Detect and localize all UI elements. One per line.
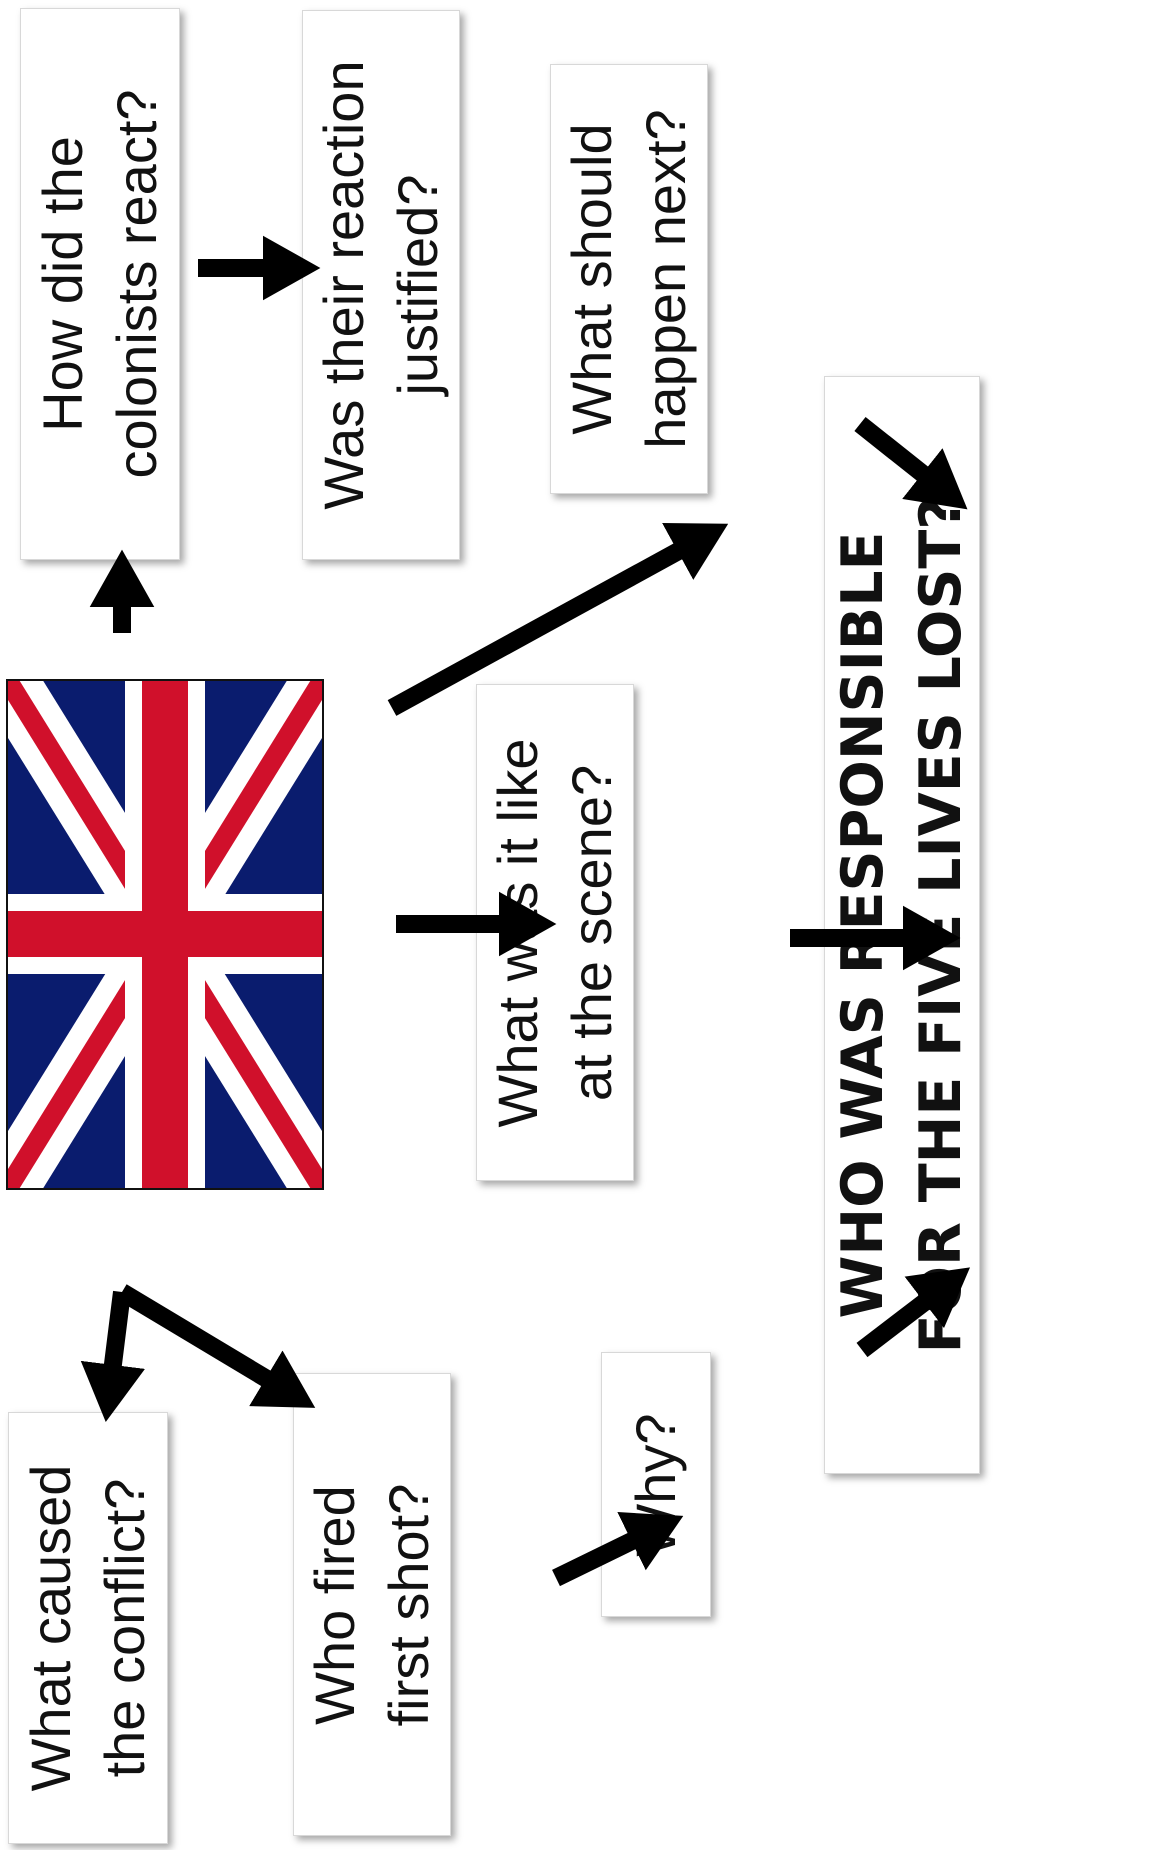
box-what-should-happen-next: What should happen next?	[550, 64, 708, 494]
box-who-was-responsible: WHO WAS RESPONSIBLE FOR THE FIVE LIVES L…	[824, 376, 980, 1474]
box-scene-line2: at the scene?	[560, 764, 623, 1101]
box-how-colonists-react-line2: colonists react?	[105, 89, 168, 479]
box-what-was-it-like-at-scene: What was it like at the scene?	[476, 684, 634, 1181]
box-reaction-justified: Was their reaction justified?	[302, 10, 460, 560]
box-caused-conflict-line2: the conflict?	[93, 1478, 156, 1778]
box-why-line1: Why?	[624, 1412, 687, 1557]
arrow-flag-to-caused-conflict	[80, 1290, 146, 1423]
box-how-colonists-react: How did the colonists react?	[20, 8, 180, 560]
box-what-caused-conflict: What caused the conflict?	[8, 1412, 168, 1844]
box-reaction-justified-line1: Was their reaction	[312, 60, 375, 510]
box-caused-conflict-line1: What caused	[19, 1464, 82, 1792]
box-what-should-happen-next-line1: What should	[560, 123, 623, 435]
box-reaction-justified-line2: justified?	[386, 174, 449, 396]
box-responsible-line2: FOR THE FIVE LIVES LOST?	[908, 496, 974, 1354]
box-scene-line1: What was it like	[486, 738, 549, 1127]
union-jack-flag	[6, 679, 324, 1190]
union-jack-graphic	[8, 681, 322, 1188]
box-what-should-happen-next-line2: happen next?	[634, 109, 697, 449]
box-how-colonists-react-line1: How did the	[31, 136, 94, 432]
box-fired-first-line2: first shot?	[377, 1483, 440, 1726]
arrow-caused-conflict-to-fired-first	[117, 1284, 316, 1408]
box-responsible-line1: WHO WAS RESPONSIBLE	[830, 531, 896, 1319]
box-why: Why?	[601, 1352, 711, 1617]
box-who-fired-first-shot: Who fired first shot?	[293, 1373, 451, 1836]
box-fired-first-line1: Who fired	[303, 1484, 366, 1725]
